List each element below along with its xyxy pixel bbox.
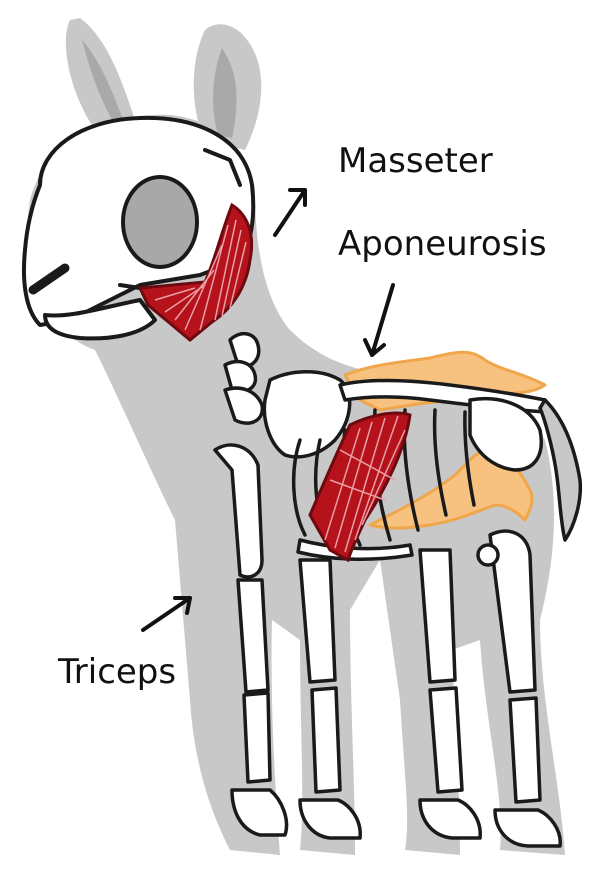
label-masseter: Masseter: [338, 141, 493, 181]
masseter-arrow: [275, 190, 305, 235]
label-aponeurosis: Aponeurosis: [338, 224, 547, 264]
aponeurosis-arrow: [365, 285, 393, 355]
label-triceps: Triceps: [57, 652, 176, 692]
eye-socket: [123, 177, 197, 267]
